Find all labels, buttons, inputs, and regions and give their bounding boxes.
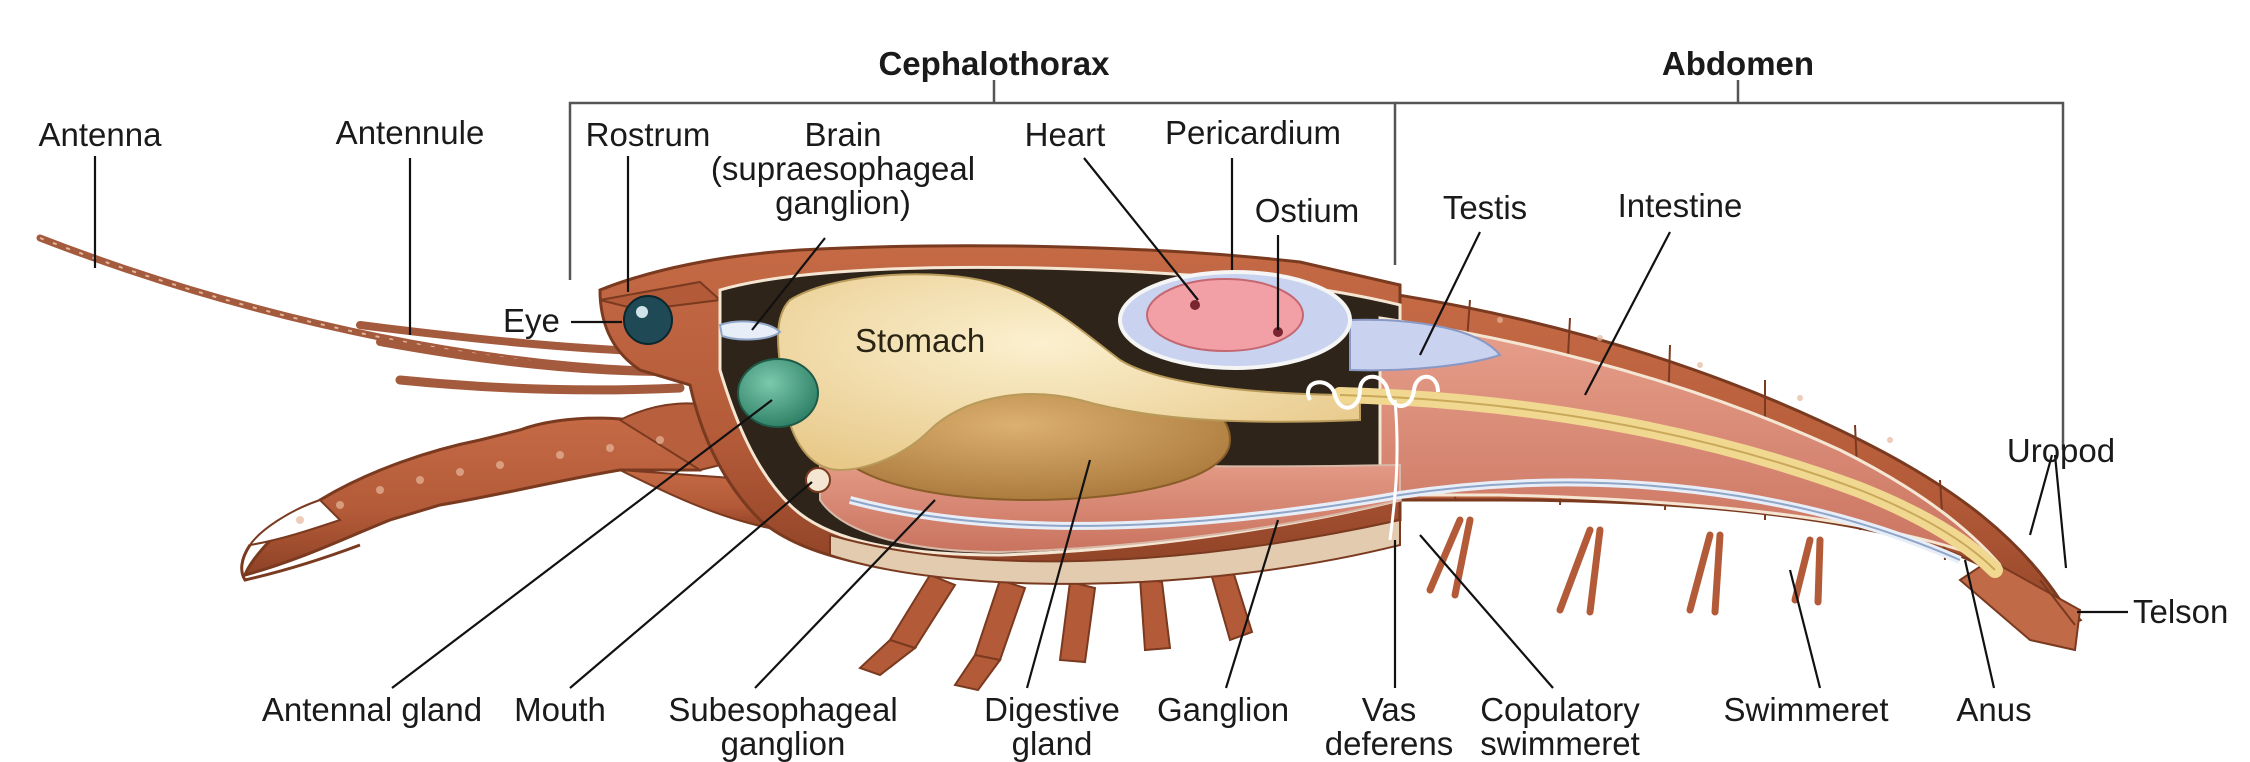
- label-swimmeret: Swimmeret: [1723, 691, 1889, 728]
- region-label-cephalothorax: Cephalothorax: [878, 45, 1110, 82]
- label-antennule: Antennule: [335, 114, 485, 151]
- mouth-shape: [805, 467, 831, 493]
- brain-shape: [718, 320, 782, 341]
- label-intestine: Intestine: [1617, 187, 1743, 224]
- label-stomach: Stomach: [855, 322, 986, 359]
- heart-shape: [1146, 278, 1304, 352]
- ostium-shape: [1273, 327, 1283, 337]
- label-antennal-gland: Antennal gland: [261, 691, 483, 728]
- region-label-abdomen: Abdomen: [1661, 45, 1815, 82]
- label-copulatory-swimmeret: Copulatory swimmeret: [1480, 691, 1640, 762]
- swimmerets: [1426, 516, 1824, 616]
- label-subesophageal-ganglion: Subesophageal ganglion: [668, 691, 898, 762]
- label-anus: Anus: [1956, 691, 2032, 728]
- label-vas-deferens: Vas deferens: [1324, 691, 1454, 762]
- label-heart: Heart: [1024, 116, 1106, 153]
- label-digestive-gland: Digestive gland: [984, 691, 1120, 762]
- label-uropod: Uropod: [2006, 432, 2116, 469]
- label-mouth: Mouth: [514, 691, 606, 728]
- stomach-shape: [777, 273, 1361, 472]
- label-ostium: Ostium: [1254, 192, 1360, 229]
- label-antenna: Antenna: [38, 116, 162, 153]
- label-ganglion: Ganglion: [1156, 691, 1290, 728]
- label-testis: Testis: [1442, 189, 1528, 226]
- vas-deferens-coil: [1306, 374, 1440, 541]
- tail-fan: [1958, 558, 2082, 652]
- label-brain: Brain (supraesophageal ganglion): [710, 116, 976, 221]
- label-eye: Eye: [503, 302, 560, 339]
- eye-shape: [623, 295, 673, 345]
- label-rostrum: Rostrum: [585, 116, 711, 153]
- region-brackets: [568, 80, 2065, 450]
- label-telson: Telson: [2133, 593, 2229, 630]
- label-pericardium: Pericardium: [1164, 114, 1342, 151]
- leader-lines: [93, 156, 2128, 689]
